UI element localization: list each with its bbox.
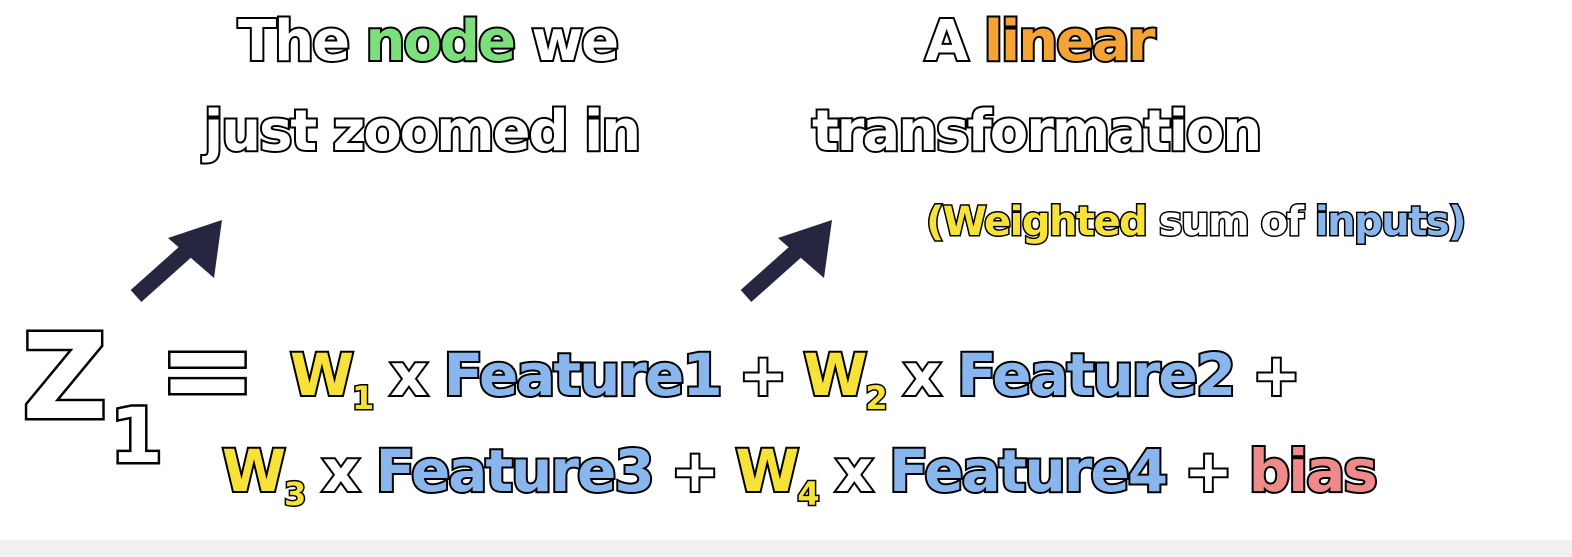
right-caption-transformation: transformation [810,99,1264,164]
left-caption-just-zoomed-in: just zoomed in [202,99,643,164]
left-caption-node-word: node [364,9,518,74]
right-caption-line1: A linear [923,12,1157,72]
bias-term: bias [1247,437,1380,505]
plus-4: + [1182,437,1235,505]
left-caption-we: we [513,9,621,74]
weight-w3-sub: 3 [282,475,307,513]
right-caption-line2: transformation [810,102,1264,162]
plus-3: + [669,437,722,505]
times-3: x [320,437,361,505]
feature-3: Feature3 [374,437,657,505]
left-arrow-icon [130,220,222,302]
weight-w1: W [288,341,356,409]
weight-w4-sub: 4 [796,475,821,513]
subnote-sum-of: sum of [1146,199,1315,245]
feature-1: Feature1 [442,341,725,409]
weight-w2-sub: 2 [864,379,889,417]
weight-w1-sub: 1 [350,379,375,417]
right-arrow-icon [740,220,832,302]
subnote-weighted-word: Weighted [941,199,1149,245]
subnote-open-paren: ( [925,199,946,245]
weight-w2: W [801,341,869,409]
weight-w4: W [733,437,801,505]
left-caption-line2: just zoomed in [202,102,643,162]
right-caption-subnote: (Weighted sum of inputs) [925,199,1468,245]
subnote-inputs-word: inputs [1313,199,1451,245]
right-caption-linear-word: linear [982,9,1158,74]
equation-lhs-subscript: 1 [108,395,166,476]
plus-1: + [737,341,790,409]
equation-equals: = [156,308,260,431]
times-2: x [902,341,943,409]
lhs-z-letter: Z [20,308,111,446]
feature-2: Feature2 [955,341,1238,409]
left-caption-the: The [236,9,366,74]
bottom-band [0,540,1572,557]
equals-sign: = [156,300,260,438]
plus-2: + [1250,341,1303,409]
lhs-subscript-one: 1 [108,391,166,480]
weight-w3: W [220,437,288,505]
times-1: x [388,341,429,409]
feature-4: Feature4 [887,437,1170,505]
times-4: x [834,437,875,505]
subnote-close-paren: ) [1447,199,1468,245]
right-caption-a: A [923,9,984,74]
equation-lhs-z: Z [20,316,111,439]
left-caption-line1: The node we [236,12,621,72]
